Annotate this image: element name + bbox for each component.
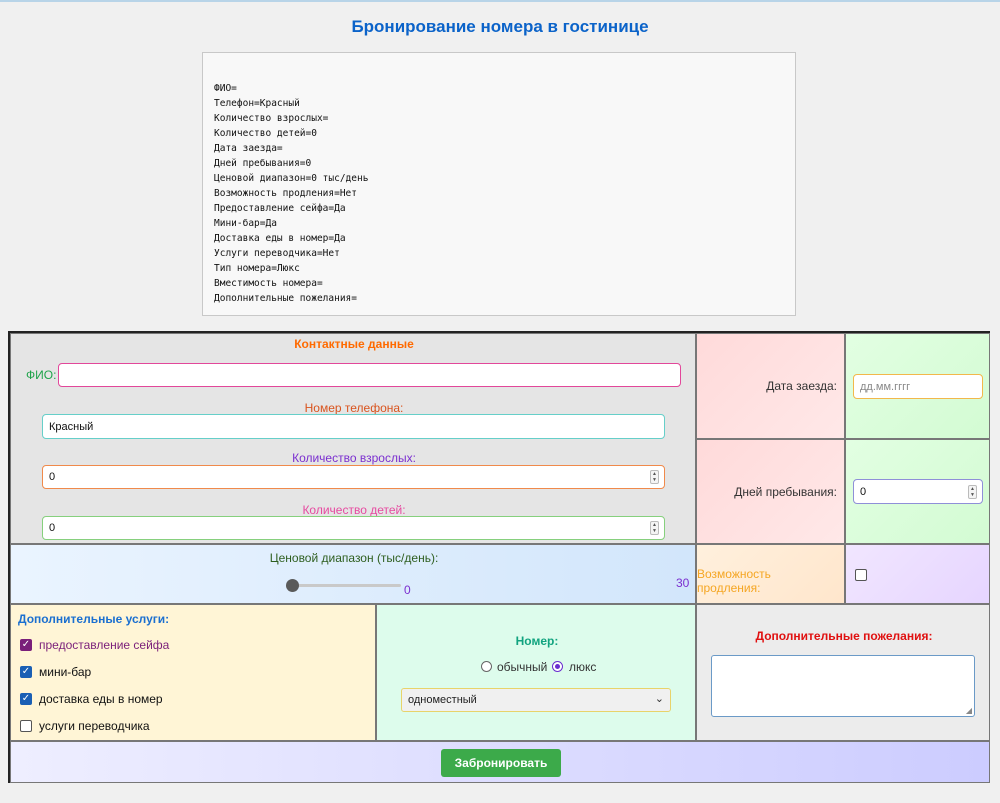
adults-value: 0 xyxy=(49,471,56,483)
output-line: Предоставление сейфа=Да xyxy=(214,203,346,214)
room-lux-radio[interactable] xyxy=(552,661,563,672)
output-line: Тип номера=Люкс xyxy=(214,263,300,274)
room-capacity-select[interactable]: одноместный ⌄ xyxy=(401,688,671,712)
booking-form: Контактные данные ФИО: Номер телефона: К… xyxy=(8,331,990,783)
book-button[interactable]: Забронировать xyxy=(441,749,561,777)
phone-label: Номер телефона: xyxy=(304,401,404,415)
minibar-label: мини-бар xyxy=(39,665,92,679)
adults-label: Количество взрослых: xyxy=(292,451,416,465)
output-line: Дней пребывания=0 xyxy=(214,158,312,169)
wishes-heading: Дополнительные пожелания: xyxy=(755,629,933,643)
room-capacity-value: одноместный xyxy=(408,694,477,706)
output-line: Услуги переводчика=Нет xyxy=(214,248,340,259)
price-section: Ценовой диапазон (тыс/день): 0 30 xyxy=(10,544,696,604)
services-section: Дополнительные услуги: ✓ предоставление … xyxy=(10,604,376,741)
days-input-cell: 0 ▲▼ xyxy=(845,439,990,544)
translator-label: услуги переводчика xyxy=(39,719,150,733)
output-line: Мини-бар=Да xyxy=(214,218,277,229)
days-value: 0 xyxy=(860,485,867,498)
children-input[interactable]: 0 ▲▼ xyxy=(42,516,665,540)
price-max: 30 xyxy=(676,576,690,590)
date-label: Дата заезда: xyxy=(766,379,837,393)
page-title: Бронирование номера в гостинице xyxy=(351,17,649,36)
wishes-section: Дополнительные пожелания: ◢ xyxy=(696,604,990,741)
output-line: Количество взрослых= xyxy=(214,113,329,124)
submit-section: Забронировать xyxy=(10,741,990,783)
phone-input[interactable]: Красный xyxy=(42,414,665,439)
wishes-textarea[interactable]: ◢ xyxy=(711,655,975,717)
adults-stepper[interactable]: ▲▼ xyxy=(650,470,659,484)
room-heading: Номер: xyxy=(515,634,559,648)
safe-label: предоставление сейфа xyxy=(39,638,170,652)
output-line: Дата заезда= xyxy=(214,143,283,154)
date-input[interactable]: дд.мм.гггг xyxy=(853,374,983,399)
translator-checkbox[interactable] xyxy=(20,720,32,732)
days-label-cell: Дней пребывания: xyxy=(696,439,845,544)
contact-section: Контактные данные ФИО: Номер телефона: К… xyxy=(10,333,696,544)
output-line: Возможность продления=Нет xyxy=(214,188,357,199)
room-regular-label: обычный xyxy=(497,660,548,674)
room-regular-radio[interactable] xyxy=(481,661,492,672)
room-section: Номер: обычный люкс одноместный ⌄ xyxy=(376,604,696,741)
food-delivery-label: доставка еды в номер xyxy=(39,692,163,706)
minibar-checkbox[interactable]: ✓ xyxy=(20,666,32,678)
extension-label-cell: Возможность продления: xyxy=(696,544,845,604)
extension-checkbox-cell xyxy=(845,544,990,604)
safe-checkbox[interactable]: ✓ xyxy=(20,639,32,651)
output-line: ФИО= xyxy=(214,83,237,94)
output-line: Ценовой диапазон=0 тыс/день xyxy=(214,173,369,184)
price-label: Ценовой диапазон (тыс/день): xyxy=(269,551,439,565)
children-stepper[interactable]: ▲▼ xyxy=(650,521,659,535)
price-slider-track[interactable] xyxy=(289,584,401,587)
days-input[interactable]: 0 ▲▼ xyxy=(853,479,983,504)
children-label: Количество детей: xyxy=(302,503,406,517)
price-value: 0 xyxy=(404,583,411,597)
output-line: Доставка еды в номер=Да xyxy=(214,233,346,244)
date-input-cell: дд.мм.гггг xyxy=(845,333,990,439)
chevron-down-icon: ⌄ xyxy=(654,693,664,705)
extension-label: Возможность продления: xyxy=(697,567,771,595)
children-value: 0 xyxy=(49,522,56,534)
extension-checkbox[interactable] xyxy=(855,569,867,581)
room-lux-label: люкс xyxy=(569,660,597,674)
output-line: Телефон=Красный xyxy=(214,98,300,109)
contact-heading: Контактные данные xyxy=(294,337,414,351)
fio-input[interactable] xyxy=(58,363,681,387)
price-slider-thumb[interactable] xyxy=(286,579,299,592)
days-label: Дней пребывания: xyxy=(734,485,837,499)
output-line: Дополнительные пожелания= xyxy=(214,293,357,304)
days-stepper[interactable]: ▲▼ xyxy=(968,484,977,499)
output-line: Количество детей=0 xyxy=(214,128,317,139)
food-delivery-checkbox[interactable]: ✓ xyxy=(20,693,32,705)
date-label-cell: Дата заезда: xyxy=(696,333,845,439)
output-line: Вместимость номера= xyxy=(214,278,323,289)
services-heading: Дополнительные услуги: xyxy=(18,612,170,626)
fio-label: ФИО: xyxy=(26,368,57,382)
resize-grip-icon[interactable]: ◢ xyxy=(965,706,972,715)
adults-input[interactable]: 0 ▲▼ xyxy=(42,465,665,489)
